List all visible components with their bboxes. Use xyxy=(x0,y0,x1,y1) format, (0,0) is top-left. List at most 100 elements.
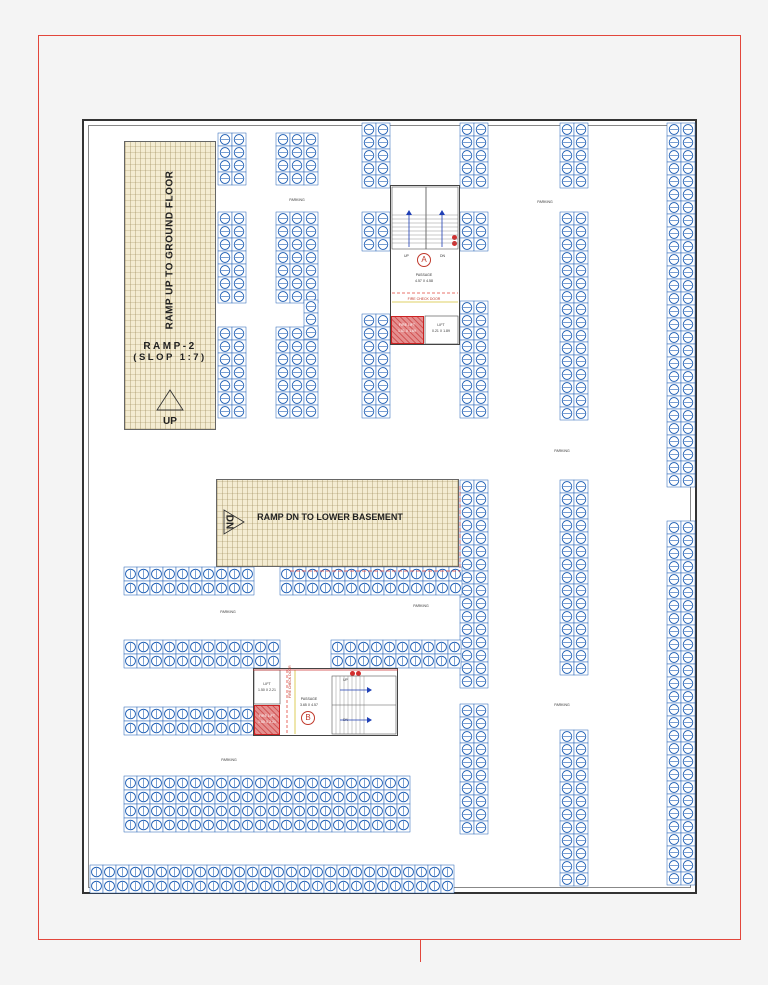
parking-stall xyxy=(375,378,391,393)
parking-stall xyxy=(303,312,319,327)
parking-stall xyxy=(303,237,319,252)
parking-stall xyxy=(217,171,233,186)
parking-stall xyxy=(573,237,589,252)
parking-stall xyxy=(666,559,682,574)
parking-stall xyxy=(473,479,489,494)
parking-stall xyxy=(292,580,307,596)
parking-stall xyxy=(473,622,489,637)
parking-stall xyxy=(473,544,489,559)
parking-stall xyxy=(275,158,291,173)
parking-stall xyxy=(473,365,489,380)
core-a-stair-treads xyxy=(392,214,458,244)
core-a-passage-dim: 4.57 X 4.58 xyxy=(415,279,433,283)
ramp-2-name: RAMP-2 xyxy=(143,341,197,352)
core-a-door-note: FIRE CHECK DOOR xyxy=(407,297,441,301)
parking-stall xyxy=(459,820,475,835)
parking-stall xyxy=(89,878,104,894)
core-a-stair-arrowhead xyxy=(439,210,445,215)
core-a-fire-marker-2 xyxy=(452,241,457,246)
parking-stall xyxy=(459,781,475,796)
parking-stall xyxy=(361,148,377,163)
parking-stall xyxy=(680,533,696,548)
parking-stall xyxy=(240,580,255,596)
core-a-lift-shaft xyxy=(424,315,459,345)
parking-stall xyxy=(473,596,489,611)
parking-stall xyxy=(559,635,575,650)
parking-stall xyxy=(459,544,475,559)
parking-stall xyxy=(305,580,320,596)
parking-stall xyxy=(357,580,372,596)
parking-stall xyxy=(573,859,589,874)
parking-stall xyxy=(473,661,489,676)
parking-stall xyxy=(217,263,233,278)
core-b-passage-label: PASSAGE xyxy=(300,697,318,701)
parking-stall xyxy=(680,434,696,449)
parking-stall xyxy=(680,473,696,488)
parking-stall xyxy=(123,817,138,833)
core-a-fire-marker xyxy=(452,235,457,240)
core-b-fire-lift-dim: 1.50 X 2.21 xyxy=(258,720,276,724)
parking-stall xyxy=(680,767,696,782)
parking-stall xyxy=(275,211,291,226)
parking-stall xyxy=(375,122,391,137)
parking-stall xyxy=(275,224,291,239)
parking-stall xyxy=(448,580,463,596)
parking-stall xyxy=(149,803,164,819)
parking-stall xyxy=(375,174,391,189)
parking-stall xyxy=(253,817,268,833)
parking-stall xyxy=(136,803,151,819)
parking-stall xyxy=(573,833,589,848)
parking-stall xyxy=(680,624,696,639)
parking-stall xyxy=(375,864,390,880)
parking-stall xyxy=(573,768,589,783)
parking-stall xyxy=(232,878,247,894)
parking-stall xyxy=(175,706,190,722)
parking-stall xyxy=(361,211,377,226)
parking-stall xyxy=(201,720,216,736)
parking-stall xyxy=(559,263,575,278)
parking-stall xyxy=(375,326,391,341)
parking-stall xyxy=(666,780,682,795)
parking-stall xyxy=(559,492,575,507)
parking-stall xyxy=(435,580,450,596)
parking-stall xyxy=(279,803,294,819)
parking-stall xyxy=(680,356,696,371)
ramp-2-up-arrow-icon xyxy=(156,389,184,411)
core-b-lift-dim: 1.50 X 2.21 xyxy=(258,688,276,692)
parking-stall xyxy=(303,211,319,226)
parking-stall xyxy=(573,174,589,189)
parking-stall xyxy=(473,583,489,598)
parking-stall xyxy=(573,781,589,796)
core-a-lift-label: LIFT xyxy=(437,323,445,327)
parking-stall xyxy=(227,803,242,819)
parking-stall xyxy=(231,378,247,393)
parking-stall xyxy=(375,135,391,150)
parking-stall xyxy=(175,789,190,805)
parking-stall xyxy=(396,775,411,791)
parking-stall xyxy=(680,689,696,704)
parking-stall xyxy=(396,789,411,805)
parking-stall xyxy=(680,148,696,163)
ramp-down-arrow-icon xyxy=(223,509,245,535)
parking-stall xyxy=(361,404,377,419)
parking-stall xyxy=(473,807,489,822)
parking-stall xyxy=(305,817,320,833)
parking-stall xyxy=(680,382,696,397)
parking-stall xyxy=(362,878,377,894)
parking-stall xyxy=(666,728,682,743)
parking-stall xyxy=(289,352,305,367)
parking-stall xyxy=(666,343,682,358)
parking-stall xyxy=(369,639,384,655)
parking-stall xyxy=(375,237,391,252)
parking-stall xyxy=(310,878,325,894)
parking-stall xyxy=(680,447,696,462)
parking-stall xyxy=(573,505,589,520)
parking-stall xyxy=(361,352,377,367)
parking-stall xyxy=(231,404,247,419)
parking-stall xyxy=(231,211,247,226)
parking-label-4: PARKING xyxy=(220,610,236,614)
parking-stall xyxy=(559,570,575,585)
parking-stall xyxy=(303,404,319,419)
parking-stall xyxy=(214,803,229,819)
